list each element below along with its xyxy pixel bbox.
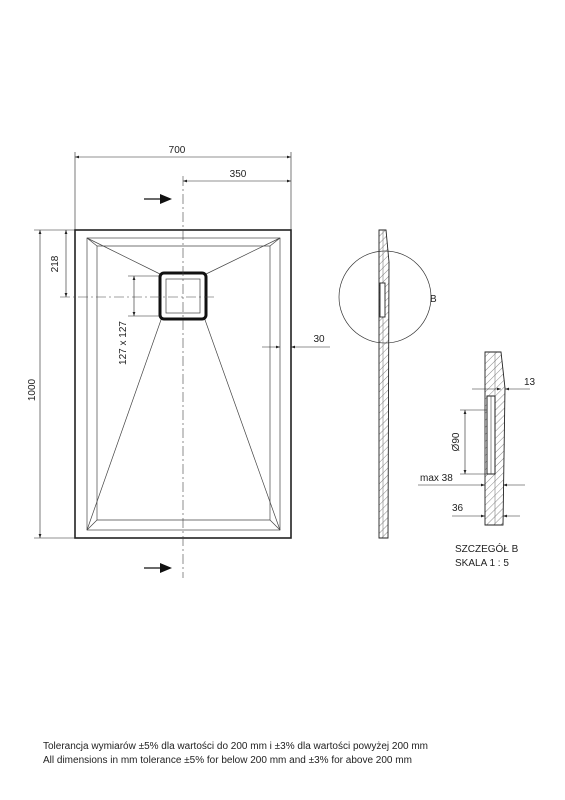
dim-700	[74, 152, 292, 230]
side-profile	[378, 229, 390, 539]
detail-b: 13 Ø90 max 38 36 SZCZEGÓŁ B SKALA 1 : 5	[418, 351, 536, 569]
detail-scale: SKALA 1 : 5	[455, 558, 509, 569]
length-dimension-label: 1000	[27, 378, 38, 401]
detail-dim-13: 13	[524, 377, 536, 388]
detail-b-circle	[338, 250, 432, 344]
tolerance-note-en: All dimensions in mm tolerance ±5% for b…	[43, 755, 412, 766]
half-width-dimension-label: 350	[230, 169, 247, 180]
tray-inner-rim	[86, 237, 281, 531]
drain-offset-dimension-label: 218	[50, 255, 61, 272]
detail-title: SZCZEGÓŁ B	[455, 542, 519, 555]
plan-view: 700 350 1000 218 127 x 127 30	[27, 145, 330, 578]
tolerance-note-pl: Tolerancja wymiarów ±5% dla wartości do …	[43, 741, 429, 752]
drain-size-dimension-label: 127 x 127	[118, 321, 129, 365]
side-view: B	[338, 229, 437, 539]
detail-b-marker: B	[430, 294, 437, 305]
width-dimension-label: 700	[169, 145, 186, 156]
rim-dimension-label: 30	[313, 334, 325, 345]
slope-lines	[86, 237, 281, 531]
dim-127	[128, 275, 162, 317]
dim-1000	[34, 229, 75, 539]
section-arrow-top	[144, 194, 172, 204]
dim-diameter	[460, 409, 487, 475]
detail-dim-diameter: Ø90	[451, 432, 462, 451]
section-arrow-bottom	[144, 563, 172, 573]
side-drain	[379, 282, 386, 318]
detail-dim-36: 36	[452, 503, 464, 514]
detail-dim-max: max 38	[420, 473, 453, 484]
